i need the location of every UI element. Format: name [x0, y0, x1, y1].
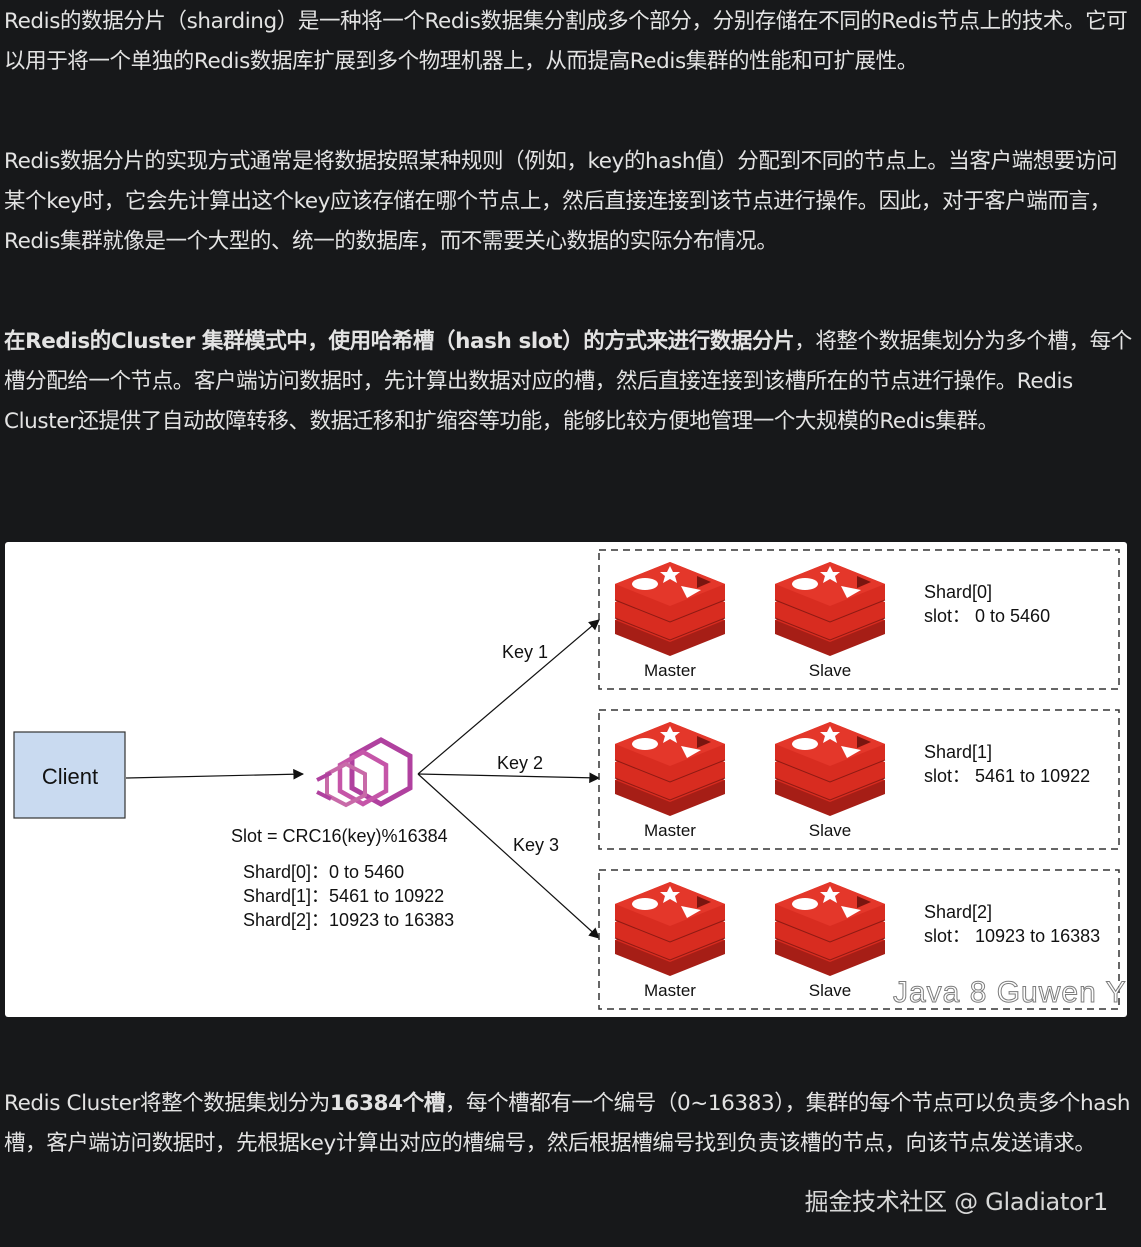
- paragraph-cluster-bold: 在Redis的Cluster 集群模式中，使用哈希槽（hash slot）的方式…: [4, 329, 795, 354]
- diagram-watermark: Java 8 Guwen Y: [893, 976, 1127, 1009]
- shard-box-0: Master Slave Shard[0] slot： 0 to 5460: [598, 549, 1120, 690]
- client-label: Client: [42, 764, 98, 789]
- footer-credit: 掘金技术社区 @ Gladiator1: [804, 1188, 1109, 1216]
- client-box: [13, 731, 126, 819]
- paragraph-intro: Redis的数据分片（sharding）是一种将一个Redis数据集分割成多个部…: [4, 9, 1128, 74]
- key3-label: Key 3: [513, 835, 559, 855]
- shard0-name: Shard[0]: [924, 582, 992, 602]
- redis-logo-icon: [774, 561, 886, 657]
- shard2-slave-label: Slave: [809, 981, 852, 1000]
- paragraph-slots-a: Redis Cluster将整个数据集划分为: [4, 1091, 330, 1116]
- redis-logo-icon: [614, 561, 726, 657]
- client-arrow: [125, 768, 305, 780]
- shard2-name: Shard[2]: [924, 902, 992, 922]
- shard2-slot: slot： 10923 to 16383: [924, 926, 1100, 946]
- shard0-slave-label: Slave: [809, 661, 852, 680]
- paragraph-slots-b: ，每个槽都有一个编号（0~16383），集群的每个节点可以负责多个hash槽，客…: [4, 1091, 1131, 1156]
- key2-label: Key 2: [497, 753, 543, 773]
- key2-arrow: [417, 772, 601, 784]
- paragraph-implementation: Redis数据分片的实现方式通常是将数据按照某种规则（例如，key的hash值）…: [4, 149, 1118, 254]
- slot-formula: Slot = CRC16(key)%16384: [231, 826, 448, 846]
- mapping-line-0: Shard[0]：0 to 5460: [243, 862, 404, 882]
- shard0-master-label: Master: [644, 661, 696, 680]
- shard1-slave-label: Slave: [809, 821, 852, 840]
- paragraph-slots: Redis Cluster将整个数据集划分为16384个槽，每个槽都有一个编号（…: [4, 1084, 1136, 1164]
- redis-logo-icon: [614, 721, 726, 817]
- paragraph-cluster-rest: ，将整个数据集划分为多个槽，每个槽分配给一个节点。客户端访问数据时，先计算出数据…: [4, 329, 1132, 434]
- shard0-slot: slot： 0 to 5460: [924, 606, 1050, 626]
- redis-logo-icon: [614, 881, 726, 977]
- shard1-master-label: Master: [644, 821, 696, 840]
- mapping-line-1: Shard[1]：5461 to 10922: [243, 886, 444, 906]
- shard-box-2: Master Slave Shard[2] slot： 10923 to 163…: [598, 869, 1120, 1010]
- key3-arrow: [417, 773, 600, 939]
- mapping-line-2: Shard[2]：10923 to 16383: [243, 910, 454, 930]
- key1-label: Key 1: [502, 642, 548, 662]
- paragraph-cluster: 在Redis的Cluster 集群模式中，使用哈希槽（hash slot）的方式…: [4, 322, 1136, 442]
- key1-arrow: [417, 619, 600, 775]
- hexagon-proxy-icon: [316, 737, 413, 808]
- redis-logo-icon: [774, 721, 886, 817]
- shard1-slot: slot： 5461 to 10922: [924, 766, 1090, 786]
- redis-logo-icon: [774, 881, 886, 977]
- paragraph-slots-bold: 16384个槽: [329, 1091, 445, 1116]
- shard-box-1: Master Slave Shard[1] slot： 5461 to 1092…: [598, 709, 1120, 850]
- shard2-master-label: Master: [644, 981, 696, 1000]
- sharding-diagram: Client Slot = CRC16(key)%16384 Shard[0]：…: [5, 542, 1127, 1017]
- shard1-name: Shard[1]: [924, 742, 992, 762]
